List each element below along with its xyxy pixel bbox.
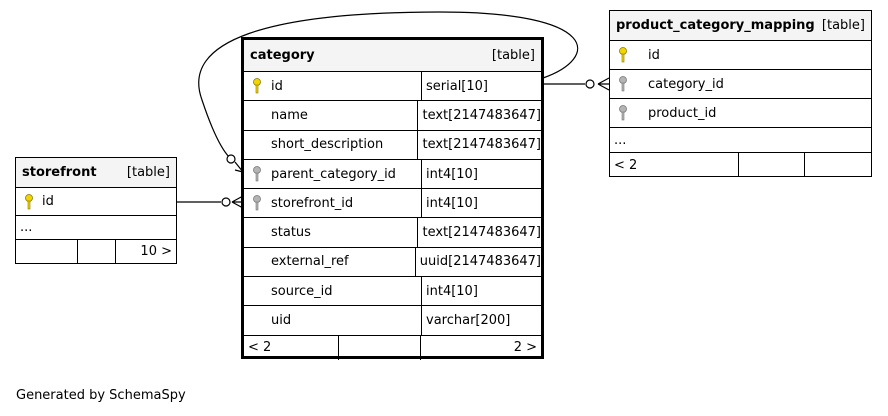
foreign-key-icon: [253, 195, 261, 211]
foreign-key-icon: [619, 105, 627, 121]
category-table-name: category: [250, 48, 315, 63]
pcm-footer-middle: [739, 153, 805, 177]
storefront-table-kind: [table]: [126, 165, 170, 180]
foreign-key-icon: [253, 166, 261, 182]
pcm-table-name: product_category_mapping: [616, 18, 815, 33]
category-column-parent-category-id[interactable]: parent_category_id int4[10]: [244, 159, 541, 190]
primary-key-icon: [619, 47, 627, 63]
column-name: storefront_id: [271, 195, 354, 211]
column-type: varchar[200]: [421, 306, 541, 335]
generated-by-credit: Generated by SchemaSpy: [16, 388, 186, 403]
column-type: text[2147483647]: [417, 218, 541, 247]
category-column-external-ref[interactable]: external_ref uuid[2147483647]: [244, 247, 541, 278]
column-name: source_id: [271, 283, 333, 299]
primary-key-icon: [253, 78, 261, 94]
storefront-column-id-label: id: [42, 194, 54, 209]
product-category-mapping-table[interactable]: product_category_mapping [table] id categ…: [609, 10, 872, 177]
column-type: text[2147483647]: [417, 101, 541, 130]
category-column-name[interactable]: name text[2147483647]: [244, 101, 541, 131]
category-footer-right[interactable]: 2 >: [513, 340, 537, 356]
pcm-table-header: product_category_mapping [table]: [610, 11, 871, 41]
column-name: name: [271, 107, 308, 123]
storefront-table-footer: 10 >: [16, 240, 176, 263]
storefront-footer-middle: [78, 240, 116, 263]
pcm-column-product-id[interactable]: product_id: [610, 99, 871, 128]
category-column-id[interactable]: id serial[10]: [244, 72, 541, 102]
storefront-table-name: storefront: [22, 165, 97, 180]
pcm-footer-left[interactable]: < 2: [610, 153, 739, 177]
category-table-footer: < 2 2 >: [244, 335, 541, 360]
pcm-column-id[interactable]: id: [610, 41, 871, 70]
column-type: text[2147483647]: [417, 130, 541, 159]
category-column-storefront-id[interactable]: storefront_id int4[10]: [244, 189, 541, 219]
pcm-columns: id category_id product_id: [610, 41, 871, 128]
pcm-footer-right: [805, 153, 871, 177]
column-name: category_id: [648, 76, 724, 92]
column-name: short_description: [271, 137, 384, 153]
category-column-source-id[interactable]: source_id int4[10]: [244, 277, 541, 307]
edge-parent-category: [198, 11, 579, 159]
column-name: external_ref: [271, 254, 349, 270]
storefront-ellipsis: ...: [20, 220, 33, 235]
category-column-short-description[interactable]: short_description text[2147483647]: [244, 130, 541, 160]
edge-product-category-zero-marker: [585, 79, 595, 89]
column-name: product_id: [648, 105, 717, 121]
primary-key-icon: [25, 193, 33, 209]
category-table[interactable]: category [table] id serial[10] name text[21…: [241, 37, 544, 360]
edge-storefront-zero-marker: [221, 197, 231, 207]
storefront-footer-left: [16, 240, 78, 263]
category-table-kind: [table]: [491, 48, 535, 63]
category-footer-left[interactable]: < 2: [244, 335, 339, 360]
pcm-ellipsis: ...: [614, 132, 627, 148]
column-type: int4[10]: [421, 159, 541, 189]
column-name: id: [648, 47, 660, 63]
pcm-table-kind: [table]: [821, 18, 865, 33]
storefront-footer-right[interactable]: 10 >: [140, 244, 172, 259]
pcm-ellipsis-row: ...: [610, 128, 871, 153]
category-column-uid[interactable]: uid varchar[200]: [244, 306, 541, 336]
column-type: int4[10]: [421, 277, 541, 306]
edge-product-category-crow-foot: [597, 77, 610, 91]
pcm-table-footer: < 2: [610, 153, 871, 177]
column-name: status: [271, 225, 311, 241]
storefront-table[interactable]: storefront [table] id ... 10 >: [15, 157, 177, 264]
column-type: serial[10]: [421, 72, 541, 101]
column-type: int4[10]: [421, 189, 541, 218]
storefront-column-id[interactable]: id: [16, 188, 176, 216]
storefront-table-header: storefront [table]: [16, 158, 176, 188]
storefront-ellipsis-row: ...: [16, 216, 176, 240]
category-column-status[interactable]: status text[2147483647]: [244, 218, 541, 248]
foreign-key-icon: [619, 76, 627, 92]
edge-parent-category-zero-marker: [226, 154, 236, 164]
category-table-header: category [table]: [244, 40, 541, 72]
category-footer-middle: [339, 335, 421, 360]
pcm-column-category-id[interactable]: category_id: [610, 70, 871, 99]
column-type: uuid[2147483647]: [414, 247, 541, 277]
column-name: parent_category_id: [271, 166, 396, 182]
column-name: id: [271, 78, 283, 94]
column-name: uid: [271, 313, 292, 329]
